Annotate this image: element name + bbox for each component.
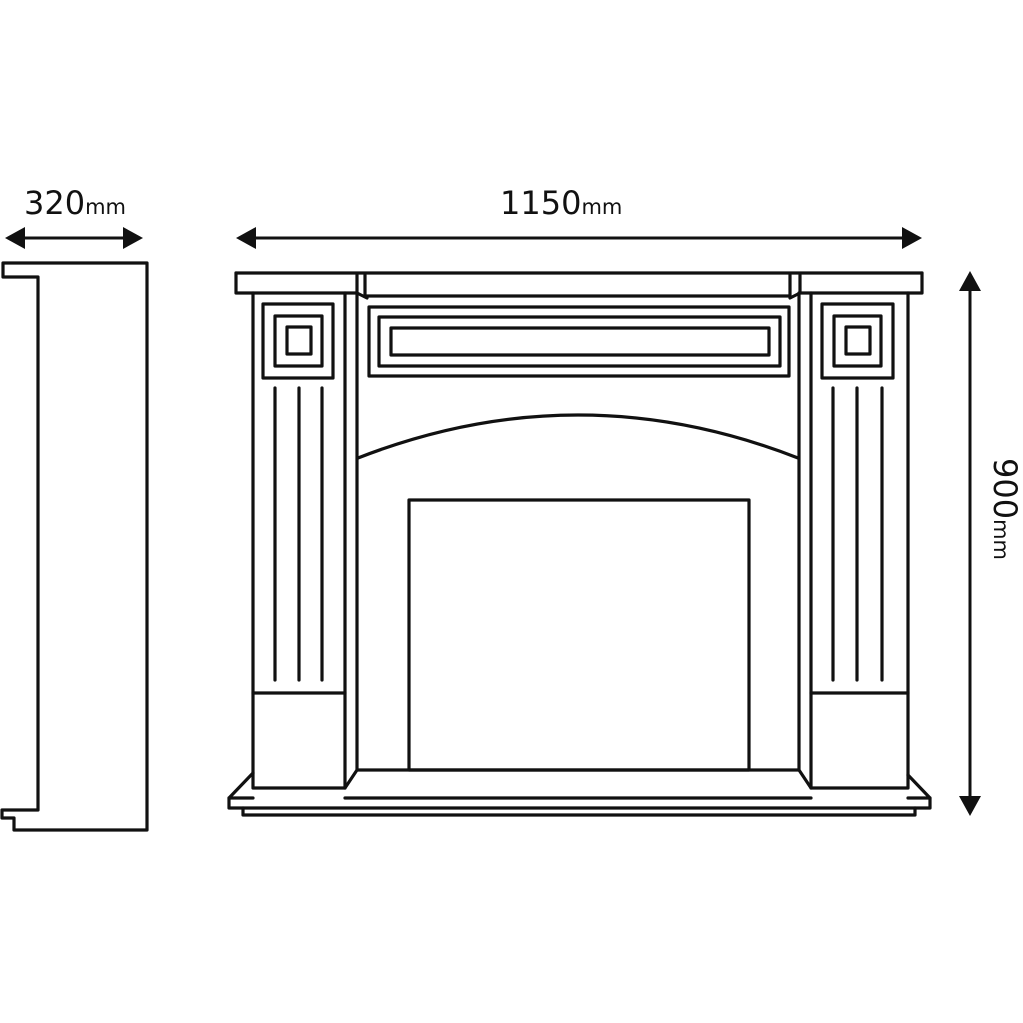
height-value: 900 [986,458,1023,520]
depth-unit: mm [85,195,126,219]
depth-label: 320mm [24,184,126,222]
frieze-panel [367,305,791,378]
arch [356,413,800,460]
width-label: 1150mm [500,184,622,222]
depth-arrow [5,227,143,249]
height-label: 900mm [986,439,1023,579]
width-arrow [236,227,922,249]
width-unit: mm [581,195,623,219]
right-pillar [797,291,910,790]
left-pillar [251,291,359,790]
height-unit: mm [989,519,1013,560]
hearth [227,771,932,817]
fire-opening [407,498,751,772]
mantel-shelf [234,271,924,300]
depth-value: 320 [24,184,86,222]
side-profile [0,261,149,832]
width-value: 1150 [500,184,582,222]
height-arrow [959,271,981,816]
